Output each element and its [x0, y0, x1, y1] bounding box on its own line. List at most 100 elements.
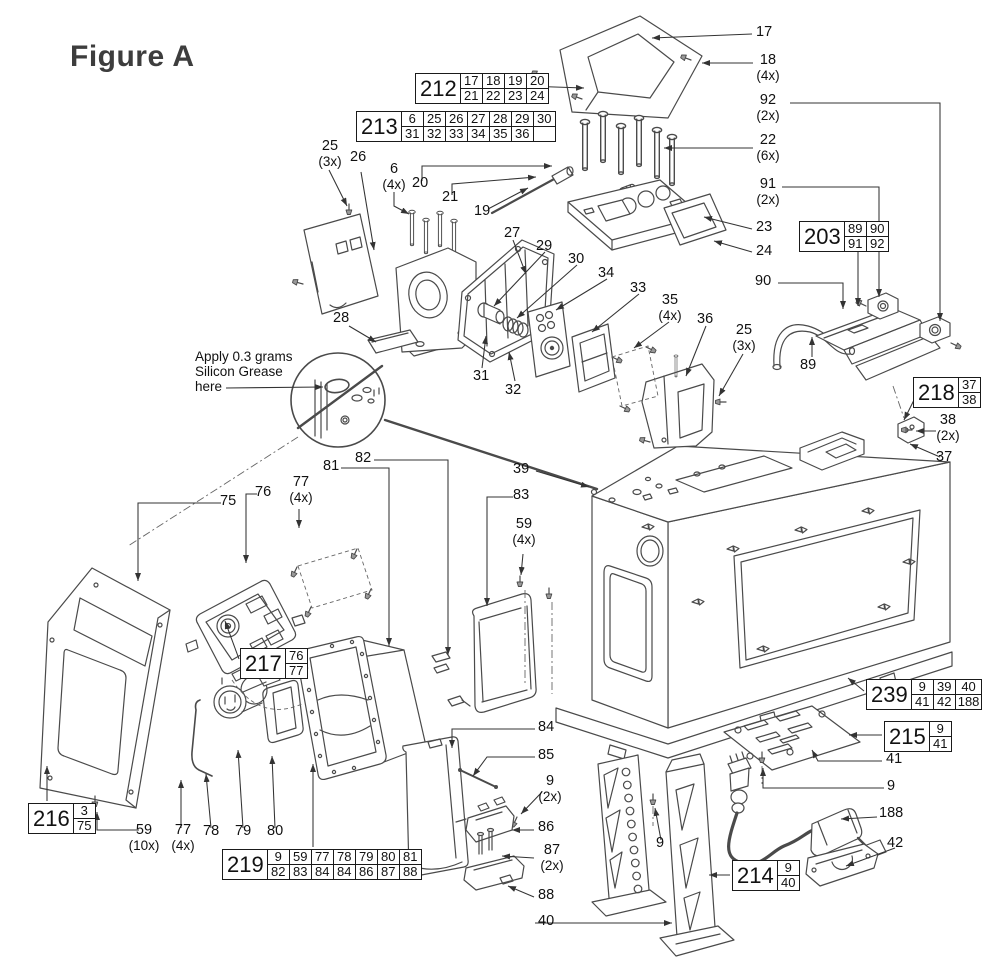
- callout-cell: 25: [423, 112, 445, 126]
- callout-cell: 77: [285, 664, 307, 678]
- part-label-6: 6(4x): [374, 162, 414, 193]
- part-label-41: 41: [886, 751, 903, 767]
- part-number: 91: [759, 176, 777, 192]
- part-label-22: 22(6x): [748, 132, 788, 164]
- part-30-spring: [502, 316, 529, 338]
- part-number: 9: [545, 773, 555, 789]
- callout-214-group-number: 214: [737, 862, 774, 888]
- callout-216: 216 3 75: [28, 803, 96, 834]
- callout-217-group-number: 217: [245, 650, 282, 676]
- part-label-32: 32: [505, 382, 522, 398]
- part-qty: (2x): [756, 108, 780, 123]
- callout-cell: 6: [401, 112, 423, 126]
- callout-cell: 92: [866, 237, 888, 251]
- callout-219-grid: 9 82 59 83 77 84 78 84 79 86 80 87 81 88: [266, 850, 421, 879]
- callout-215-group-number: 215: [889, 723, 926, 749]
- part-label-38: 38(2x): [928, 413, 968, 444]
- part-number: 77: [292, 474, 310, 490]
- callout-cell: 30: [533, 112, 555, 126]
- part-82-container: [296, 635, 427, 781]
- callout-212-group-number: 212: [420, 75, 457, 101]
- callout-cell: 17: [460, 74, 482, 88]
- callout-cell: 42: [933, 695, 955, 709]
- part-number: 92: [759, 92, 777, 108]
- callout-218-grid: 37 38: [957, 378, 980, 407]
- part-label-28: 28: [333, 310, 350, 326]
- part-label-85: 85: [538, 747, 555, 763]
- part-24-panel: [663, 193, 727, 246]
- callout-cell: 40: [777, 876, 799, 890]
- callout-cell: 21: [460, 89, 482, 103]
- part-label-19: 19: [474, 203, 491, 219]
- part-label-40: 40: [538, 913, 555, 929]
- part-90-rail: [815, 307, 941, 381]
- callout-cell: 81: [399, 850, 421, 864]
- callout-cell: 9: [777, 861, 799, 875]
- callout-cell: 27: [467, 112, 489, 126]
- callout-cell: 91: [844, 237, 866, 251]
- callout-cell: 31: [401, 127, 423, 141]
- leader-lines: [44, 33, 943, 926]
- note-line: Silicon Grease: [195, 364, 283, 379]
- part-label-37: 37: [936, 449, 953, 465]
- callout-cell: 9: [929, 722, 951, 736]
- part-number: 77: [174, 822, 192, 838]
- callout-219-group-number: 219: [227, 851, 264, 877]
- callout-215-grid: 9 41: [928, 722, 951, 751]
- grease-detail-magnifier: [290, 352, 599, 491]
- part-qty: (4x): [382, 177, 406, 192]
- callout-cell: 3: [73, 804, 95, 818]
- part-label-88: 88: [538, 887, 555, 903]
- callout-cell: 89: [844, 222, 866, 236]
- part-label-91: 91(2x): [748, 176, 788, 208]
- callout-cell: 29: [511, 112, 533, 126]
- note-line: here: [195, 379, 223, 394]
- part-label-59a: 59(4x): [504, 517, 544, 548]
- callout-213: 213 6 31 25 32 26 33 27 34 28 35 29 36 3…: [356, 111, 556, 142]
- callout-cell: 82: [267, 865, 289, 879]
- part-label-9b: 9: [656, 835, 665, 851]
- callout-214-grid: 9 40: [776, 861, 799, 890]
- part-label-92: 92(2x): [748, 92, 788, 124]
- part-label-79: 79: [235, 823, 252, 839]
- callout-cell: 34: [467, 127, 489, 141]
- part-26-cover: [291, 203, 379, 315]
- callout-cell: 38: [958, 393, 980, 407]
- part-qty: (4x): [512, 532, 536, 547]
- part-label-80: 80: [267, 823, 284, 839]
- callout-cell: 77: [311, 850, 333, 864]
- part-number: 59: [135, 822, 153, 838]
- part-number: 25: [321, 138, 339, 154]
- part-label-59b: 59(10x): [122, 822, 166, 854]
- part-label-83: 83: [513, 487, 530, 503]
- part-label-31: 31: [473, 368, 490, 384]
- part-6-screws: [408, 209, 458, 256]
- part-number: 22: [759, 132, 777, 148]
- callout-cell: 41: [929, 737, 951, 751]
- callout-cell: 22: [482, 89, 504, 103]
- part-label-21: 21: [442, 189, 459, 205]
- callout-cell: 19: [504, 74, 526, 88]
- callout-219: 219 9 82 59 83 77 84 78 84 79 86 80 87 8…: [222, 849, 422, 880]
- callout-cell: 87: [377, 865, 399, 879]
- part-label-25a: 25(3x): [310, 138, 350, 170]
- callout-203-group-number: 203: [804, 223, 841, 249]
- part-qty: (4x): [171, 838, 195, 853]
- callout-216-grid: 3 75: [72, 804, 95, 833]
- callout-203-grid: 89 91 90 92: [843, 222, 888, 251]
- callout-cell: 40: [955, 680, 982, 694]
- part-label-75: 75: [220, 493, 237, 509]
- part-qty: (4x): [756, 68, 780, 83]
- part-28-tray: [367, 329, 419, 354]
- part-label-81: 81: [323, 458, 340, 474]
- callout-cell: 86: [355, 865, 377, 879]
- part-number: 18: [759, 52, 777, 68]
- part-number: 87: [543, 842, 561, 858]
- callout-cell: 59: [289, 850, 311, 864]
- callout-213-grid: 6 31 25 32 26 33 27 34 28 35 29 36 30: [400, 112, 555, 141]
- part-qty: (6x): [756, 148, 780, 163]
- callout-cell: 76: [285, 649, 307, 663]
- part-37-38-mount: [897, 416, 925, 444]
- callout-cell: 90: [866, 222, 888, 236]
